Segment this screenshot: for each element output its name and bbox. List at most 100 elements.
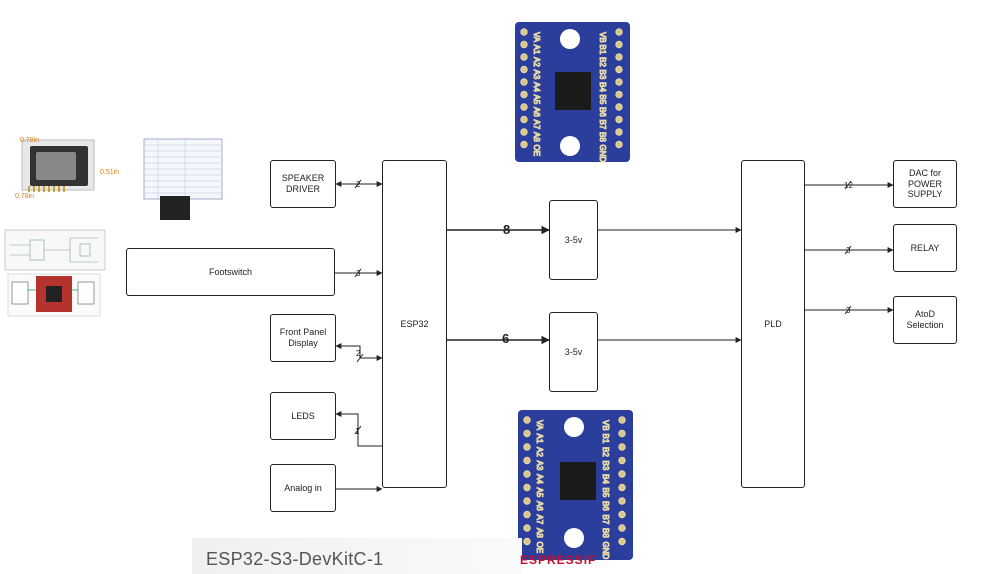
pin-hole-right [615,103,623,111]
pin-hole-left [520,115,528,124]
pin-hole-left [523,510,531,519]
mp3-module-image: 0.78in 0.51in 0.78in [15,137,119,200]
analog-in-block: Analog in [270,464,336,512]
bus-slashes [354,179,852,435]
pin-hole-left [520,103,528,111]
pin-label-left: A5 [532,95,541,105]
pin-label-right: GND [601,542,610,560]
pin-hole-right [618,429,626,438]
pin-label-left: A6 [535,501,544,511]
pin-hole-left [520,128,528,136]
footswitch-block: Footswitch [126,248,335,296]
level-shifter-module-top: VAA1A2A3A4A5A6A7A8OEVBB1B2B3B4B5B6B7B8GN… [515,22,630,163]
atod-bus-width: 3 [846,306,851,315]
pin-hole-left [520,140,528,149]
pin-label-left: A7 [535,515,544,525]
pin-hole-left [520,78,528,86]
amplifier-board-image [7,273,101,317]
pin-hole-right [618,416,626,424]
esp32-block: ESP32 [382,160,447,488]
pin-label-right: B8 [598,132,607,142]
pin-hole-right [618,497,626,505]
pin-label-right: B2 [598,57,607,67]
pin-label-left: A2 [532,57,541,67]
pin-hole-left [520,53,528,61]
pin-label-left: A7 [532,120,541,130]
pin-label-right: VB [601,420,610,431]
dac-block: DAC for POWER SUPPLY [893,160,957,208]
pin-label-right: B6 [598,107,607,117]
pin-hole-right [615,90,623,99]
pin-label-right: B4 [601,474,610,484]
pin-hole-right [615,140,623,149]
pld-block: PLD [741,160,805,488]
pin-hole-right [618,524,626,532]
pin-label-left: A2 [535,447,544,457]
espressif-logo: ESPRESSIF [520,553,597,567]
pin-hole-right [615,115,623,124]
pin-hole-left [523,497,531,505]
pin-label-left: A8 [535,528,544,538]
pin-hole-left [520,90,528,99]
pinout-table-image [143,138,223,220]
bottom-shifter-bus-width: 6 [502,331,509,346]
caption-band [192,538,522,574]
pin-label-right: GND [598,145,607,163]
pin-label-right: B3 [601,461,610,471]
pin-label-left: A4 [535,474,544,484]
pin-label-right: B6 [601,501,610,511]
pin-label-left: A3 [535,461,544,471]
pin-label-left: A8 [532,132,541,142]
pin-label-right: B1 [601,434,610,444]
pin-hole-left [523,537,531,546]
pin-hole-right [615,28,623,36]
pin-hole-right [615,78,623,86]
pin-label-left: A1 [532,45,541,55]
mp3-dim-depth: 0.78in [15,193,34,200]
dac-bus-width: 12 [844,181,853,190]
mp3-dim-height: 0.51in [100,169,119,176]
pin-label-right: B7 [601,515,610,525]
pin-hole-right [615,40,623,49]
relay-bus-width: 3 [846,246,851,255]
level-shifter-module-bottom: VAA1A2A3A4A5A6A7A8OEVBB1B2B3B4B5B6B7B8GN… [518,410,633,560]
pin-label-right: B3 [598,70,607,80]
pin-label-right: B7 [598,120,607,130]
pin-label-right: B4 [598,82,607,92]
pin-label-left: OE [535,542,544,554]
pin-label-right: B5 [601,488,610,498]
level-shifter-bottom-block: 3-5v [549,312,598,392]
speaker-bus-width: 2 [356,180,361,189]
mp3-dim-width: 0.78in [20,137,39,144]
top-shifter-bus-width: 8 [503,222,510,237]
pin-hole-right [618,483,626,492]
pin-label-right: B1 [598,45,607,55]
pin-hole-right [618,510,626,519]
pin-hole-left [523,524,531,532]
pin-label-left: A5 [535,488,544,498]
pin-label-left: VA [535,420,544,431]
pin-hole-left [523,470,531,478]
pin-hole-right [615,53,623,61]
pin-hole-left [523,429,531,438]
pin-hole-left [523,456,531,465]
pin-hole-right [615,65,623,74]
pin-hole-right [618,537,626,546]
front-panel-display-block: Front Panel Display [270,314,336,362]
schematic-image [4,229,106,271]
pin-hole-left [523,483,531,492]
pin-hole-right [618,456,626,465]
front-panel-bus-line [335,343,383,361]
connections [335,181,894,492]
level-shifter-top-block: 3-5v [549,200,598,280]
board-caption: ESP32-S3-DevKitC-1 [206,549,384,569]
pin-label-left: A4 [532,82,541,92]
pin-label-left: A3 [532,70,541,80]
leds-bus-width: 1 [355,427,360,436]
pin-hole-right [618,470,626,478]
front-panel-bus-width: 2 [356,349,361,358]
pin-label-right: B2 [601,447,610,457]
pin-hole-left [523,416,531,424]
pin-label-right: B8 [601,528,610,538]
pin-hole-left [520,65,528,74]
